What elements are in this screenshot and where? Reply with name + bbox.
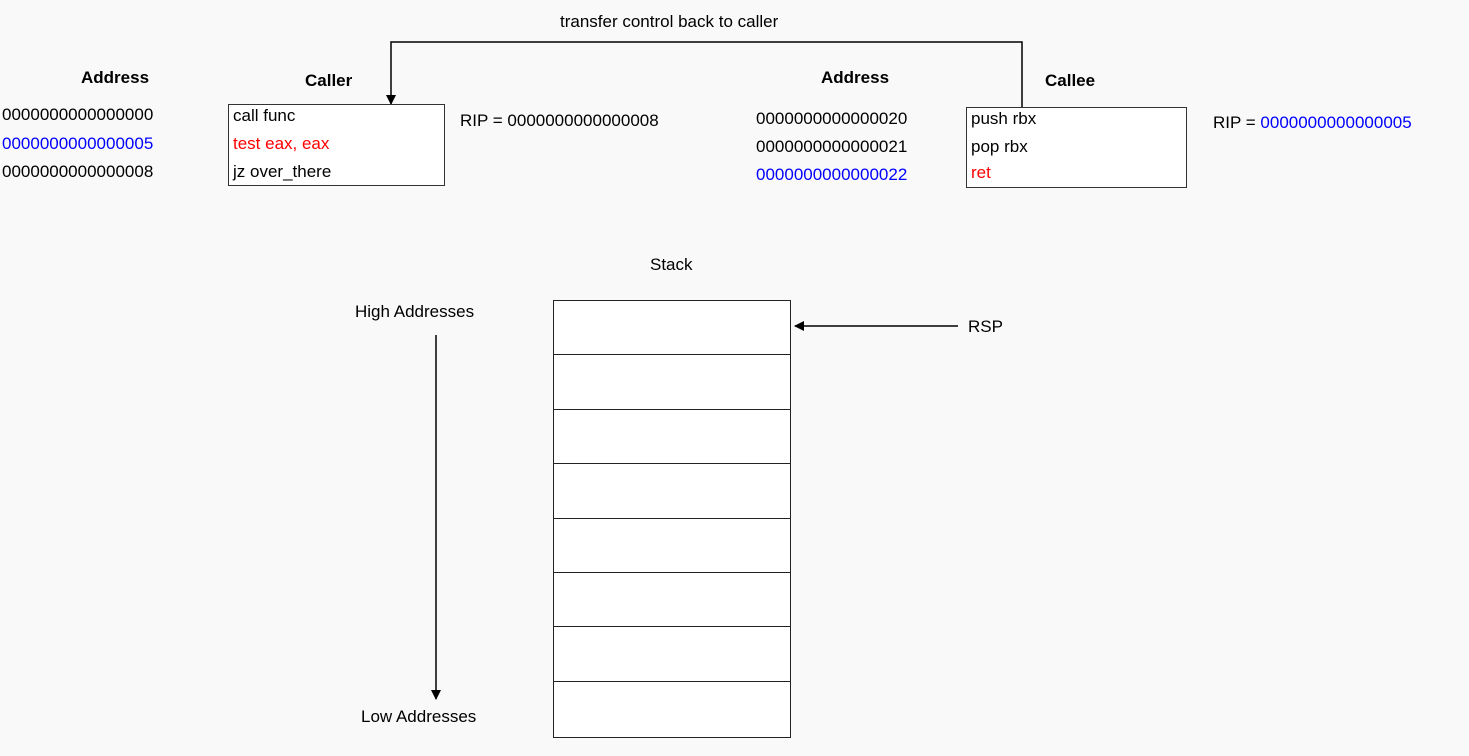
- callee-rip-value: 0000000000000005: [1260, 113, 1412, 132]
- transfer-control-label: transfer control back to caller: [560, 12, 779, 31]
- caller-instruction: call func: [233, 106, 296, 125]
- caller-instruction: test eax, eax: [233, 134, 330, 153]
- callee-instruction: push rbx: [971, 109, 1037, 128]
- low-addresses-label: Low Addresses: [361, 707, 477, 726]
- caller-address: 0000000000000008: [2, 162, 154, 181]
- callee-address: 0000000000000022: [756, 165, 908, 184]
- caller-rip-label: RIP =: [460, 111, 508, 130]
- stack-slot: [554, 301, 790, 356]
- callee-address-header: Address: [821, 68, 890, 87]
- stack-slot: [554, 355, 790, 410]
- callee-rip-label: RIP =: [1213, 113, 1261, 132]
- callee-code-box: push rbx pop rbx ret: [966, 107, 1187, 188]
- stack-slot: [554, 627, 790, 682]
- caller-header: Caller: [305, 71, 353, 90]
- stack-slot: [554, 573, 790, 628]
- stack: [553, 300, 791, 738]
- callee-address: 0000000000000020: [756, 109, 908, 128]
- stack-slot: [554, 464, 790, 519]
- caller-rip-value: 0000000000000008: [507, 111, 659, 130]
- callee-rip: RIP = 0000000000000005: [1213, 112, 1412, 134]
- transfer-control-arrow: [386, 41, 1023, 107]
- stack-slot: [554, 682, 790, 736]
- caller-address: 0000000000000000: [2, 105, 154, 124]
- high-addresses-label: High Addresses: [355, 302, 475, 321]
- caller-address-header: Address: [81, 68, 150, 87]
- callee-instruction: pop rbx: [971, 137, 1028, 156]
- stack-slot: [554, 519, 790, 573]
- callee-address: 0000000000000021: [756, 137, 908, 156]
- stack-title: Stack: [650, 255, 693, 274]
- rsp-label: RSP: [968, 317, 1003, 336]
- caller-address: 0000000000000005: [2, 134, 154, 153]
- stack-slot: [554, 410, 790, 465]
- callee-header: Callee: [1045, 71, 1096, 90]
- callee-instruction: ret: [971, 163, 991, 182]
- caller-rip: RIP = 0000000000000008: [460, 110, 659, 132]
- caller-instruction: jz over_there: [233, 162, 332, 181]
- caller-code-box: call func test eax, eax jz over_there: [228, 104, 445, 186]
